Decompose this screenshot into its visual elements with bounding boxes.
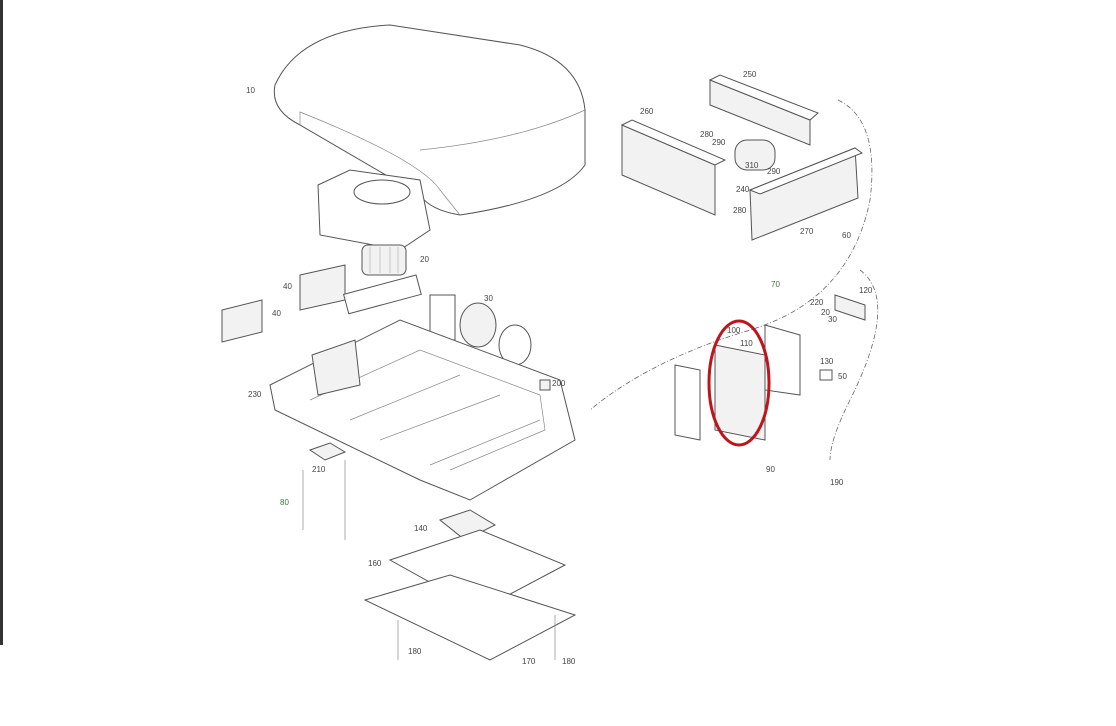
label-270: 270 <box>800 227 814 236</box>
label-40b: 40 <box>272 309 281 318</box>
label-80: 80 <box>280 498 289 507</box>
control-box <box>674 294 866 441</box>
screws <box>302 460 346 540</box>
grilles <box>221 264 346 343</box>
blower-housing <box>317 169 431 276</box>
condenser-coils <box>620 74 864 241</box>
label-170: 170 <box>522 657 536 666</box>
base-pan <box>269 319 576 501</box>
label-240: 240 <box>736 185 750 194</box>
cover-shroud <box>273 24 586 216</box>
window-edge <box>0 0 3 645</box>
label-290b: 290 <box>767 167 781 176</box>
label-180b: 180 <box>562 657 576 666</box>
label-30b: 30 <box>828 315 837 324</box>
label-30: 30 <box>484 294 493 303</box>
label-40: 40 <box>283 282 292 291</box>
duct <box>438 509 497 541</box>
label-120: 120 <box>859 286 873 295</box>
label-100: 100 <box>727 326 741 335</box>
label-70: 70 <box>771 280 780 289</box>
label-140: 140 <box>414 524 428 533</box>
label-220: 220 <box>810 298 824 307</box>
part-labels: 10 20 30 40 40 230 210 80 200 140 160 17… <box>246 70 873 666</box>
label-50: 50 <box>838 372 847 381</box>
label-280: 280 <box>700 130 714 139</box>
label-200: 200 <box>552 379 566 388</box>
label-110: 110 <box>740 339 753 348</box>
label-230: 230 <box>248 390 262 399</box>
label-90: 90 <box>766 465 775 474</box>
label-180a: 180 <box>408 647 422 656</box>
label-130: 130 <box>820 357 834 366</box>
plug <box>539 379 551 391</box>
label-190: 190 <box>830 478 844 487</box>
pad <box>308 442 347 461</box>
label-210: 210 <box>312 465 326 474</box>
ceiling-plate <box>363 574 577 661</box>
compressor <box>734 139 776 171</box>
label-290: 290 <box>712 138 726 147</box>
label-10: 10 <box>246 86 255 95</box>
blower-wheel <box>459 302 497 348</box>
label-20b: 20 <box>821 308 830 317</box>
label-20: 20 <box>420 255 429 264</box>
label-160: 160 <box>368 559 382 568</box>
label-60: 60 <box>842 231 851 240</box>
label-280b: 280 <box>733 206 747 215</box>
label-250: 250 <box>743 70 757 79</box>
motor-bracket <box>342 274 422 315</box>
highlight-circle <box>707 319 771 447</box>
label-310: 310 <box>745 161 759 170</box>
label-260: 260 <box>640 107 654 116</box>
